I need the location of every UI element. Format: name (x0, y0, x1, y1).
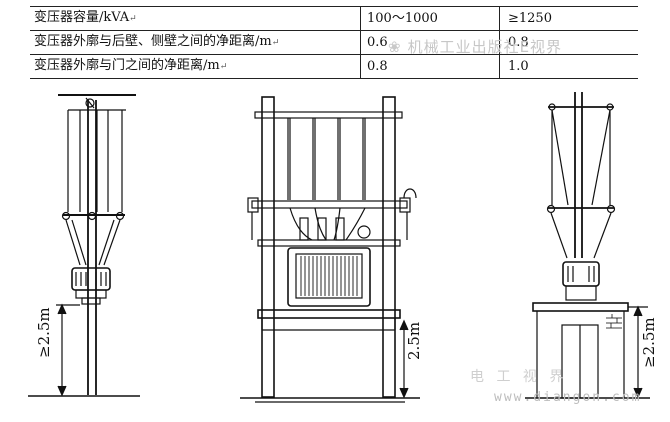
pole-mounted-transformer-drawing: ≥2.5m (28, 94, 140, 397)
publisher-watermark: ❀机械工业出版社E视界 (388, 38, 563, 56)
site-watermark-cn: 电 工 视 界 (470, 369, 568, 385)
middle-height-label: 2.5m (405, 322, 423, 360)
value-1250: 1.0 (499, 54, 638, 79)
wechat-icon: ❀ (388, 38, 402, 56)
table-row: 变压器外廓与门之间的净距离/m↵ 0.8 1.0 (30, 54, 638, 79)
platform-transformer-drawing: 2.5m (240, 96, 423, 403)
kiosk-transformer-drawing: ≥2.5m (525, 92, 658, 399)
value-1250: ≥1250 (499, 6, 638, 31)
clearance-table: 变压器容量/kVA↵ 100～1000 ≥1250 变压器外廓与后壁、侧壁之间的… (30, 6, 638, 79)
row-label: 变压器容量/kVA↵ (30, 6, 361, 31)
right-height-label: ≥2.5m (640, 317, 658, 368)
site-watermark-url: www.diangon.com (494, 390, 642, 405)
value-100-1000: 0.8 (360, 54, 500, 79)
table-row: 变压器容量/kVA↵ 100～1000 ≥1250 (30, 6, 638, 31)
row-label: 变压器外廓与门之间的净距离/m↵ (30, 54, 361, 79)
left-height-label: ≥2.5m (35, 307, 53, 358)
